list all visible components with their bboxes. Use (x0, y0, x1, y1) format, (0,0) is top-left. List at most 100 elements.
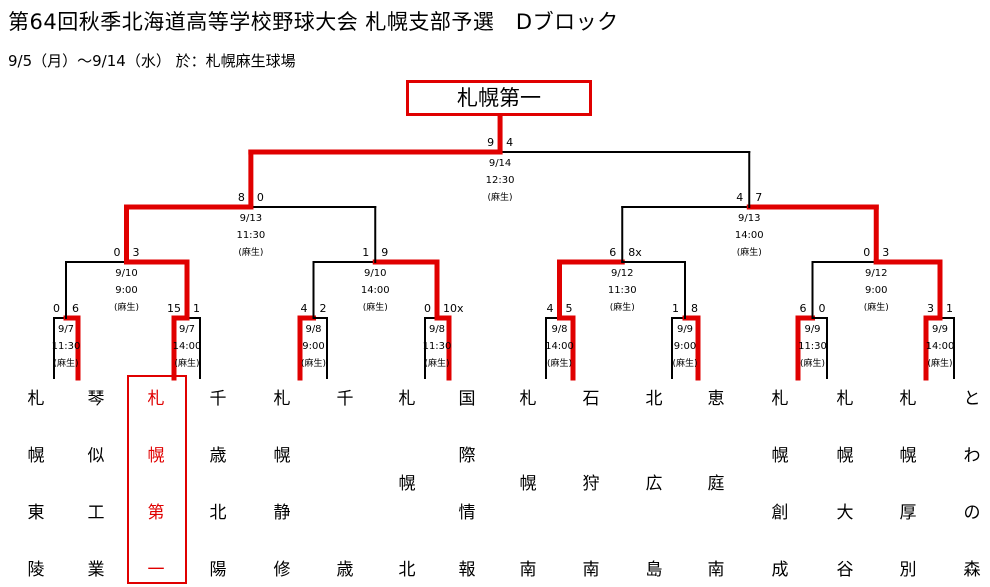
r1-match-1-right-score: 6 (72, 302, 79, 315)
r2-match-1-venue: (麻生) (114, 301, 139, 313)
r1-match-3-date: 9/8 (305, 324, 321, 335)
team-8-char: 報 (458, 560, 476, 580)
team-10-char: 石 (582, 389, 600, 409)
r1-match-6-right-score: 8 (691, 302, 698, 315)
r2-match-2-right-score: 9 (381, 246, 388, 259)
final-match-left-score: 9 (487, 136, 494, 149)
r1-match-7-venue: (麻生) (800, 357, 825, 369)
team-13-char: 幌 (771, 446, 789, 466)
r1-match-7-date: 9/9 (804, 324, 820, 335)
team-12-char: 庭 (707, 474, 725, 494)
r2-match-4-venue: (麻生) (864, 301, 889, 313)
r1-match-8-right-score: 1 (946, 302, 953, 315)
final-match-venue: (麻生) (488, 191, 513, 203)
r2-match-1-left-score: 0 (114, 246, 121, 259)
r1-match-3-venue: (麻生) (301, 357, 326, 369)
team-14-char: 谷 (836, 560, 854, 580)
r1-match-4-right-score: 10x (443, 302, 464, 315)
r1-match-1-date: 9/7 (58, 324, 74, 335)
r3-match-2-time: 14:00 (735, 230, 764, 241)
team-1-char: 陵 (27, 560, 45, 580)
r2-match-3-left-score: 6 (609, 246, 616, 259)
team-12-char: 恵 (707, 389, 725, 409)
r2-match-3-date: 9/12 (611, 268, 633, 279)
team-13-char: 創 (771, 503, 789, 523)
team-2-char: 似 (87, 446, 105, 466)
r1-match-4-time: 11:30 (423, 341, 452, 352)
r1-match-6-venue: (麻生) (672, 357, 697, 369)
team-5-char: 修 (273, 560, 291, 580)
r1-match-1-left-score: 0 (53, 302, 60, 315)
final-match-date: 9/14 (489, 158, 511, 169)
r2-match-4-time: 9:00 (865, 285, 887, 296)
team-4-char: 歳 (209, 446, 227, 466)
team-6-char: 千 (336, 389, 354, 409)
r3-match-1-venue: (麻生) (238, 246, 263, 258)
r2-match-2-date: 9/10 (364, 268, 386, 279)
page-subtitle: 9/5（月）〜9/14（水） 於：札幌麻生球場 (8, 52, 296, 70)
r1-match-8-venue: (麻生) (927, 357, 952, 369)
team-15-char: 別 (899, 560, 917, 580)
r2-match-3-right-score: 8x (628, 246, 642, 259)
r2-match-2-time: 14:00 (361, 285, 390, 296)
r2-match-2-venue: (麻生) (363, 301, 388, 313)
team-13-char: 成 (771, 560, 789, 580)
r2-match-4-right-score: 3 (882, 246, 889, 259)
r1-match-7-right-score: 0 (819, 302, 826, 315)
team-15-char: 厚 (899, 503, 917, 523)
team-3-char: 第 (147, 503, 165, 523)
final-match-right-score: 4 (506, 136, 513, 149)
team-14-char: 大 (836, 503, 854, 523)
r1-match-3-left-score: 4 (301, 302, 308, 315)
team-15-char: 札 (899, 389, 917, 409)
r2-match-2-left-score: 1 (362, 246, 369, 259)
team-16-char: 森 (963, 560, 981, 580)
r1-match-6-left-score: 1 (672, 302, 679, 315)
r1-match-8-left-score: 3 (927, 302, 934, 315)
team-3-char: 幌 (147, 446, 165, 466)
r1-match-7-time: 11:30 (798, 341, 827, 352)
team-8-char: 国 (458, 389, 476, 409)
r3-match-2-venue: (麻生) (737, 246, 762, 258)
team-2-char: 工 (87, 503, 105, 523)
team-8-char: 情 (458, 503, 476, 523)
team-16-char: と (963, 389, 981, 409)
r1-match-1-venue: (麻生) (53, 357, 78, 369)
team-3-char: 札 (147, 389, 165, 409)
team-9-char: 幌 (519, 474, 537, 494)
champion-name: 札幌第一 (457, 86, 541, 110)
team-12-char: 南 (707, 560, 725, 580)
champion-team-highlight (127, 375, 187, 584)
r2-match-1-date: 9/10 (115, 268, 137, 279)
team-7-char: 幌 (398, 474, 416, 494)
team-2-char: 業 (87, 560, 105, 580)
r1-match-1-time: 11:30 (52, 341, 81, 352)
team-7-char: 北 (398, 560, 416, 580)
r1-match-2-right-score: 1 (193, 302, 200, 315)
page-title: 第64回秋季北海道高等学校野球大会 札幌支部予選 Dブロック (8, 10, 619, 34)
r1-match-2-time: 14:00 (173, 341, 202, 352)
team-5-char: 幌 (273, 446, 291, 466)
r1-match-6-time: 9:00 (674, 341, 696, 352)
r3-match-1-date: 9/13 (240, 213, 262, 224)
team-1-char: 東 (27, 503, 45, 523)
r1-match-8-date: 9/9 (932, 324, 948, 335)
champion-box: 札幌第一 (406, 80, 592, 116)
r2-match-1-time: 9:00 (115, 285, 137, 296)
team-16-char: わ (963, 446, 981, 466)
r1-match-5-date: 9/8 (551, 324, 567, 335)
r1-match-6-date: 9/9 (677, 324, 693, 335)
team-1-char: 札 (27, 389, 45, 409)
r3-match-1-right-score: 0 (257, 191, 264, 204)
r2-match-1-right-score: 3 (133, 246, 140, 259)
r2-match-4-left-score: 0 (863, 246, 870, 259)
r1-match-5-right-score: 5 (566, 302, 573, 315)
r1-match-7-left-score: 6 (800, 302, 807, 315)
team-10-char: 南 (582, 560, 600, 580)
team-4-char: 陽 (209, 560, 227, 580)
team-3-char: 一 (147, 560, 165, 580)
r1-match-4-date: 9/8 (429, 324, 445, 335)
team-14-char: 札 (836, 389, 854, 409)
team-16-char: の (963, 503, 981, 523)
team-11-char: 広 (645, 474, 663, 494)
